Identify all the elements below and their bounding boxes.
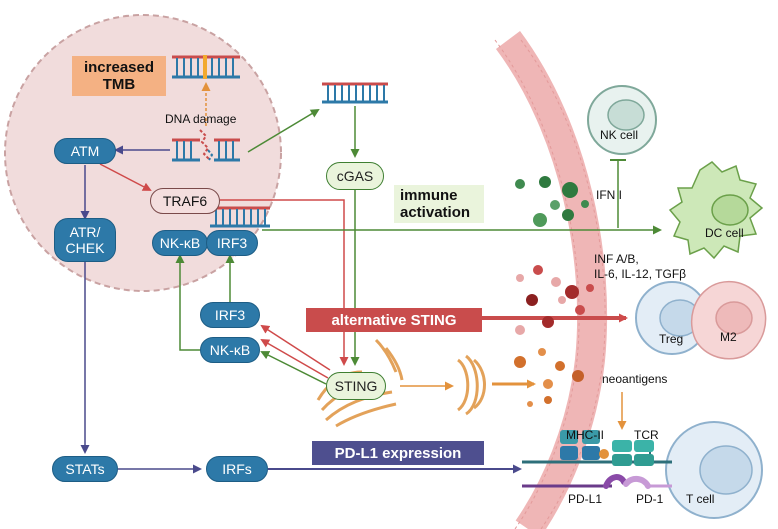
sting-node: STING xyxy=(326,372,386,400)
irf3-node: IRF3 xyxy=(206,230,258,256)
mhc-tcr-complex-icon xyxy=(522,430,672,466)
dna-fragment-icon xyxy=(210,206,270,228)
arrow-sting-to-nfkb-red xyxy=(260,339,329,379)
immune-activation-label: immune activation xyxy=(394,185,484,223)
mhc2-label: MHC-II xyxy=(566,428,604,442)
m2-cell-icon xyxy=(690,280,767,360)
t-cell-icon xyxy=(665,421,763,519)
dc-cell-icon xyxy=(668,161,764,260)
treg-label: Treg xyxy=(659,332,684,346)
increased-tmb-label: increased TMB xyxy=(72,56,166,96)
dna-mutated-icon xyxy=(172,55,240,79)
membrane-line-right xyxy=(520,39,606,529)
pdl1-expression-label: PD-L1 expression xyxy=(312,441,484,465)
atm-node: ATM xyxy=(54,138,116,164)
cgas-node: cGAS xyxy=(326,162,384,190)
nk-cell-label: NK cell xyxy=(600,128,639,142)
arrow-nfkb-to-nucleus xyxy=(175,254,200,351)
traf6-node: TRAF6 xyxy=(150,188,220,214)
ifn-particles-icon xyxy=(515,176,589,227)
irfs-node: IRFs xyxy=(206,456,268,482)
atr-chek-node: ATR/ CHEK xyxy=(54,218,116,262)
nfkb-node: NK-κB xyxy=(152,230,208,256)
m2-label: M2 xyxy=(720,330,737,344)
cell-membrane xyxy=(495,31,608,529)
arrow-sting-to-irf3-red xyxy=(260,324,331,371)
arrow-damage-to-cytosolic-dna xyxy=(247,108,320,153)
dna-damaged-icon xyxy=(172,129,240,162)
golgi-icon xyxy=(456,354,486,416)
alternative-sting-label: alternative STING xyxy=(306,308,482,332)
neoantigens-label: neoantigens xyxy=(602,372,668,386)
arrow-sting-to-nfkb-green xyxy=(260,351,327,385)
pdl1-pd1-complex-icon xyxy=(522,474,672,489)
pd1-label: PD-1 xyxy=(636,492,664,506)
dna-damage-label: DNA damage xyxy=(165,112,237,126)
tcr-label: TCR xyxy=(634,428,659,442)
cytosolic-dna-icon xyxy=(322,82,388,104)
neoantigen-particles-icon xyxy=(514,348,584,407)
stats-node: STATs xyxy=(52,456,118,482)
arrow-atm-to-traf6 xyxy=(99,163,152,191)
cytokines-label: INF A/B, IL-6, IL-12, TGFβ xyxy=(594,252,687,281)
membrane-line-left xyxy=(494,39,580,529)
ifn-label: IFN I xyxy=(596,188,622,202)
nfkb-cytoplasm-node: NK-κB xyxy=(200,337,260,363)
pdl1-label: PD-L1 xyxy=(568,492,603,506)
irf3-cytoplasm-node: IRF3 xyxy=(200,302,260,328)
nk-cell-icon xyxy=(587,85,657,155)
cytokine-particles-icon xyxy=(515,265,594,335)
dc-cell-label: DC cell xyxy=(705,226,744,240)
tcell-label: T cell xyxy=(686,492,715,506)
